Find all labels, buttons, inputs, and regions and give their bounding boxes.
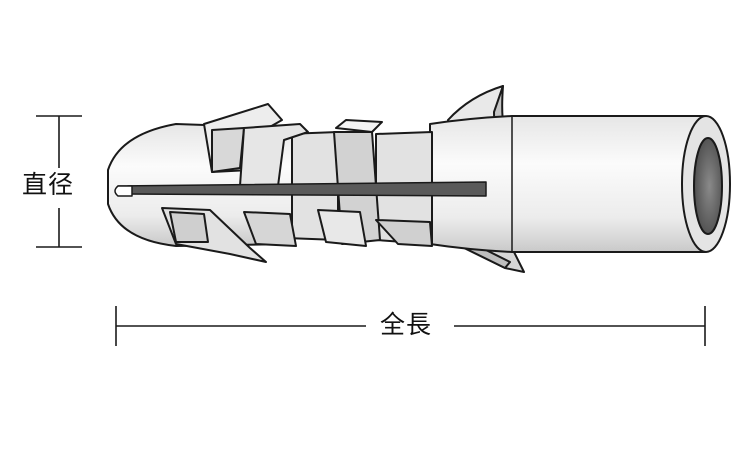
nose-wing-bottom-face	[169, 211, 209, 243]
nose-wing-top-face	[211, 127, 245, 173]
bore-hole	[693, 137, 723, 235]
total-length-label: 全長	[372, 312, 441, 337]
mid-ring-lower	[317, 209, 367, 247]
slot-tip	[114, 185, 133, 197]
mid-ring-top	[335, 119, 383, 133]
diameter-label: 直径	[22, 170, 75, 199]
anchor-body	[107, 85, 731, 273]
diameter-dimension	[36, 115, 82, 248]
mid-block-lower	[375, 219, 433, 247]
nose-lower-block	[243, 211, 297, 247]
length-dimension	[115, 306, 706, 346]
